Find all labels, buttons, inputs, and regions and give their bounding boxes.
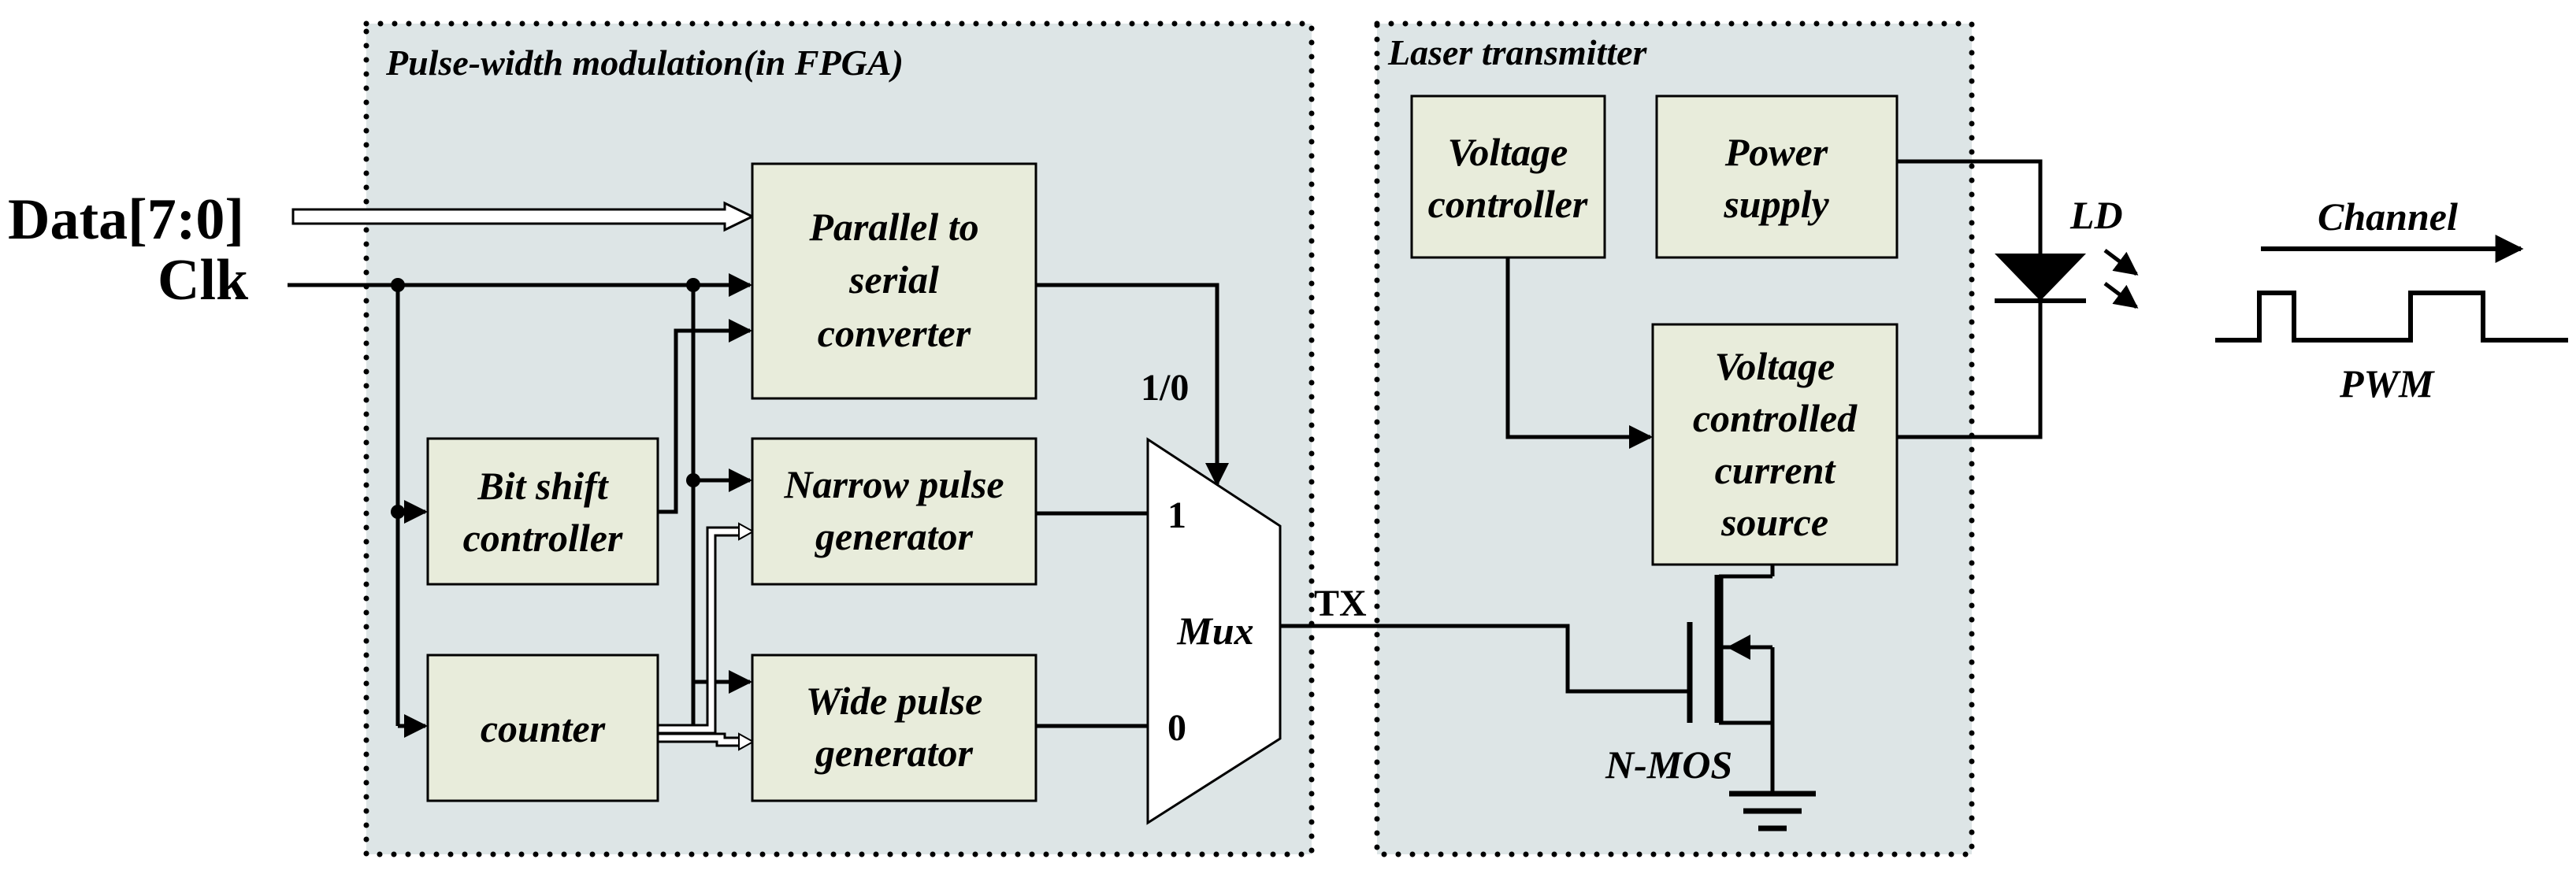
pwm-waveform <box>2215 291 2568 343</box>
pwm-label: PWM <box>2339 361 2435 406</box>
tx-wire <box>1280 624 1690 694</box>
counter-block: counter <box>426 654 659 802</box>
clk-input-label: Clk <box>158 248 249 313</box>
svg-text:converter: converter <box>818 311 971 355</box>
svg-text:counter: counter <box>481 706 606 750</box>
ld-label: LD <box>2069 193 2123 237</box>
data-input-label: Data[7:0] <box>8 187 244 252</box>
narrow-pulse-generator-block: Narrow pulse generator <box>751 437 1037 586</box>
vctrl-to-vccs-wire <box>1505 257 1653 449</box>
data-bus-arrow <box>291 201 755 232</box>
svg-text:Voltage: Voltage <box>1448 130 1568 174</box>
ground-symbol <box>1729 791 1816 831</box>
fpga-region-title: Pulse-width modulation(in FPGA) <box>385 43 904 83</box>
wide-pulse-generator-block: Wide pulse generator <box>751 654 1037 802</box>
select-wire <box>1036 283 1229 487</box>
svg-text:Bit shift: Bit shift <box>477 464 609 508</box>
svg-text:serial: serial <box>848 257 939 302</box>
laser-diode-symbol <box>1995 249 2139 309</box>
bitshift-controller-block: Bit shift controller <box>426 437 659 586</box>
nmos-transistor-symbol <box>1687 565 1775 794</box>
svg-text:source: source <box>1720 500 1828 544</box>
svg-text:1: 1 <box>1167 494 1186 536</box>
svg-text:0: 0 <box>1167 707 1186 749</box>
svg-text:generator: generator <box>815 731 974 775</box>
counter-buses <box>658 522 755 751</box>
svg-text:supply: supply <box>1723 182 1829 226</box>
svg-text:controller: controller <box>1428 182 1588 226</box>
mux-block: Mux 1 0 <box>1146 437 1282 825</box>
channel-label: Channel <box>2318 194 2458 239</box>
psu-to-ld-wire <box>1897 159 2043 254</box>
voltage-controller-block: Voltage controller <box>1410 94 1606 259</box>
svg-text:Parallel to: Parallel to <box>808 205 978 249</box>
power-supply-block: Power supply <box>1655 94 1899 259</box>
nmos-label: N-MOS <box>1605 743 1732 787</box>
bitshift-to-p2s-wire <box>658 319 752 514</box>
svg-text:generator: generator <box>815 514 974 558</box>
svg-text:controller: controller <box>463 516 623 560</box>
clock-wiring <box>288 273 752 738</box>
select-label: 1/0 <box>1141 367 1189 409</box>
svg-text:controlled: controlled <box>1693 396 1858 440</box>
svg-text:Mux: Mux <box>1176 609 1253 653</box>
vccs-to-ld-wire <box>1897 301 2043 439</box>
svg-text:Wide pulse: Wide pulse <box>806 679 983 723</box>
svg-text:current: current <box>1715 448 1837 492</box>
p2s-converter-block: Parallel to serial converter <box>751 162 1037 400</box>
svg-text:Narrow pulse: Narrow pulse <box>783 462 1004 506</box>
vccs-block: Voltage controlled current source <box>1651 323 1899 566</box>
tx-label: TX <box>1314 583 1367 624</box>
svg-text:Power: Power <box>1724 130 1828 174</box>
svg-text:Voltage: Voltage <box>1715 344 1835 388</box>
laser-region-title: Laser transmitter <box>1387 32 1648 72</box>
